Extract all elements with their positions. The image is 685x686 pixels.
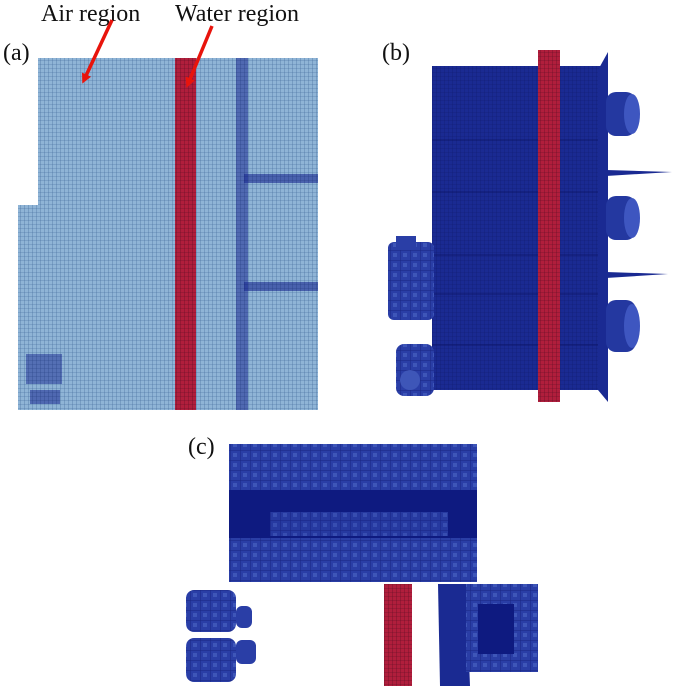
panel-c-label: (c) [188, 434, 215, 460]
panel-a [18, 58, 318, 410]
plate-lower [244, 282, 318, 291]
refined-zone [270, 512, 448, 536]
plate-upper [244, 174, 318, 183]
box-right-inner [478, 604, 514, 654]
cylinder-middle [606, 196, 640, 240]
wall-refinement [236, 58, 248, 410]
equipment-left-upper [388, 236, 434, 320]
plate-bottom [438, 584, 470, 686]
cylinder-top [606, 92, 640, 136]
fin-upper [606, 170, 672, 176]
side-plate [598, 52, 608, 402]
equipment-base [30, 390, 60, 404]
panel-c [186, 444, 538, 686]
cylinder-bottom [606, 300, 640, 352]
water-region-arrow [185, 25, 214, 88]
equipment-c-lower [186, 638, 256, 682]
water-region-mesh [175, 58, 196, 410]
panel-b-label: (b) [382, 40, 410, 66]
panel-b [388, 50, 672, 402]
water-region-label: Water region [175, 1, 300, 27]
water-region-side [538, 50, 560, 402]
equipment-left-lower [396, 344, 434, 396]
air-region-arrow [82, 19, 114, 84]
panel-a-label: (a) [3, 40, 30, 66]
air-region-mesh [18, 58, 318, 410]
equipment-c-upper [186, 590, 252, 632]
equipment-block [26, 354, 62, 384]
air-region-label: Air region [41, 1, 141, 27]
domain-mesh-side [432, 66, 605, 390]
fin-lower [606, 272, 668, 278]
water-region-top [384, 584, 412, 686]
